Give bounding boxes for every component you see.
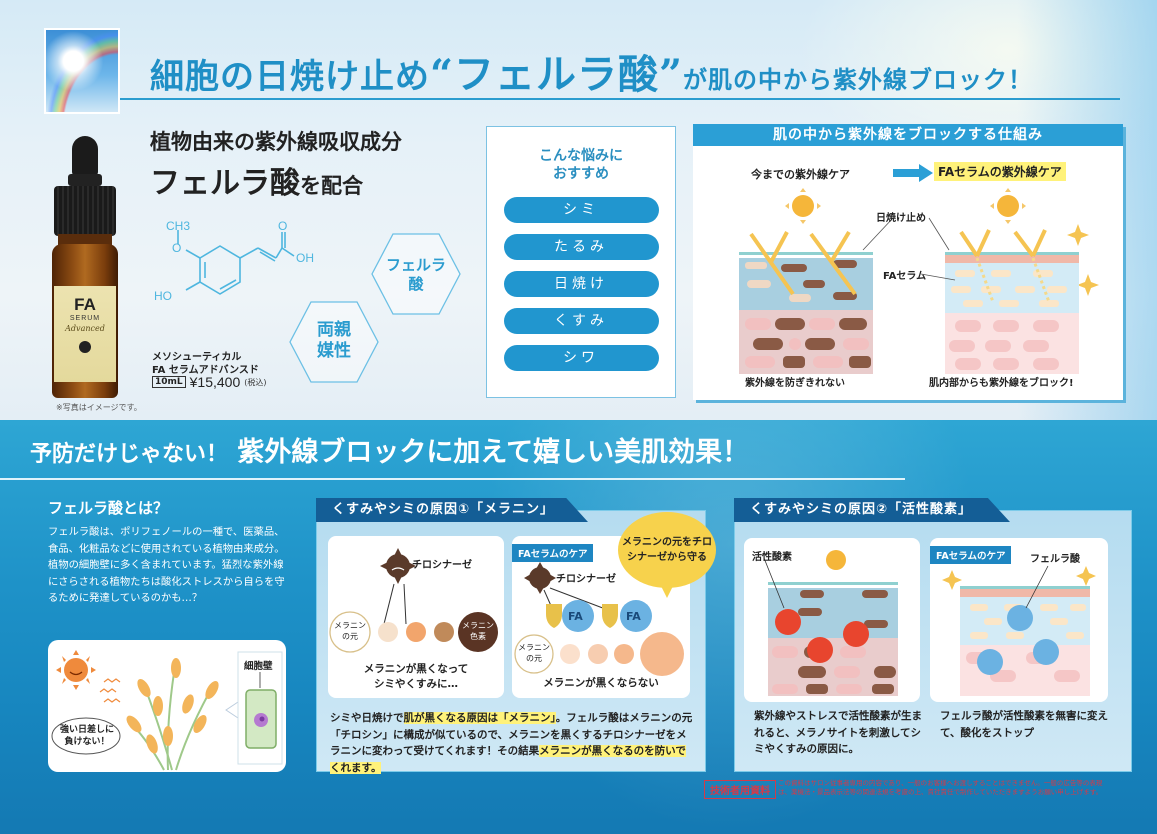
cause2-right-card: FAセラムのケア フェルラ酸 [930,538,1108,702]
lead-line1: 植物由来の紫外線吸収成分 [150,129,402,154]
after-caption: 肌内部からも紫外線をブロック! [929,378,1074,389]
concern-pill-dullness[interactable]: くすみ [503,308,659,335]
section2-divider [0,478,905,480]
product-price: ¥15,400 [189,374,241,390]
svg-text:CH3: CH3 [166,219,190,233]
cell-wall-label: 細胞壁 [244,661,273,672]
what-is-text: フェルラ酸は、ポリフェノールの一種で、医薬品、食品、化粧品などに使用されている植… [48,524,288,607]
bottle-type: SERUM [69,315,101,322]
title-quote: “フェルラ酸” [430,51,684,98]
lead-suffix: を配合 [300,173,363,198]
cause2-fa-care-tag: FAセラムのケア [930,546,1012,564]
fa-badge-2: FA [626,610,641,623]
before-caption: 紫外線を防ぎきれない [745,378,845,389]
bottle-script: Advanced [65,324,105,333]
melanin-origin-label: メラニンの元 [334,621,366,641]
title-divider [120,98,1120,100]
enzyme-label-right: チロシナーゼ [556,574,616,585]
mechanism-title: 肌の中から紫外線をブロックする仕組み [693,124,1123,146]
cause1-fa-care-tag: FAセラムのケア [512,544,594,562]
ferulic-neutralize-diagram [942,565,1096,696]
product-maker: メソシューティカル [152,352,242,363]
what-is-paragraph2: 植物の細胞壁に多く含まれています。猛烈な紫外線にさらされる植物たちは酸化ストレス… [48,559,285,604]
svg-text:OH: OH [296,251,314,265]
cause1-right-caption: メラニンが黒くならない [543,677,659,689]
concern-pill-spots[interactable]: シミ [503,197,659,224]
disclaimer-note: この資料はサロン従事者専用の内容であり、一般のお客様へお渡しすることはできません… [778,779,1103,796]
after-label: FAセラムの紫外線ケア [934,162,1066,181]
cause2-left-card: 活性酸素 [744,538,920,702]
photo-note: ※写真はイメージです。 [56,403,142,412]
fa-serum-label: FAセラム [883,271,927,282]
cause2-left-description: 紫外線やストレスで活性酸素が生まれると、メラノサイトを刺激してシミやくすみの原因… [754,710,922,755]
section2-title-part2: 紫外線ブロックに加えて嬉しい美肌効果！ [237,437,750,468]
product-volume: 10mL [152,376,186,388]
ferulic-acid-label: フェルラ酸 [1030,554,1080,565]
section2-title-part1: 予防だけじゃない！ [30,441,229,467]
active-oxygen-skin-diagram [763,550,898,696]
section2-title: 予防だけじゃない！ 紫外線ブロックに加えて嬉しい美肌効果！ [30,430,749,469]
cause1-description: シミや日焼けで肌が黒くなる原因は「メラニン」。フェルラ酸はメラニンの元「チロシン… [330,712,693,774]
right-arrow-icon [893,164,933,182]
hex-text-ferulic: フェルラ酸 [385,256,446,293]
concern-pill-wrinkles[interactable]: シワ [503,345,659,372]
fa-badge-1: FA [568,610,583,623]
ferulic-acid-molecule-diagram: CH3 O HO O OH [154,219,314,303]
svg-text:O: O [172,241,181,255]
lead-line2: フェルラ酸を配合 [150,158,363,202]
cause2-tab: くすみやシミの原因②「活性酸素」 [734,498,1010,522]
melanin-darkening-diagram [329,548,498,653]
concerns-panel: こんな悩みにおすすめ シミ たるみ 日焼け くすみ シワ [486,126,676,398]
speech-bubble-protect: メラニンの元をチロシナーゼから守る [618,512,716,598]
uv-block-mechanism-panel: 肌の中から紫外線をブロックする仕組み 今までの紫外線ケア FAセラムの紫外線ケア… [693,124,1123,400]
svg-text:HO: HO [154,289,172,303]
tax-note: (税込) [244,377,267,387]
cause1-left-caption: メラニンが黒くなってシミやくすみに… [363,663,469,690]
cause1-tab: くすみやシミの原因①「メラニン」 [316,498,588,522]
drop-icon [79,341,91,353]
concern-pill-sagging[interactable]: たるみ [503,234,659,261]
melanin-pigment-label: メラニン色素 [462,621,494,641]
wheat-sun-cell-illustration [51,650,283,771]
before-label: 今までの紫外線ケア [751,168,850,181]
cause1-left-card: チロシナーゼ メラニンの元 メラニン色素 メラニンが黒くなってシミやくすみに… [328,536,504,698]
main-title: 細胞の日焼け止め“フェルラ酸”が肌の中から紫外線ブロック！ [150,42,1033,100]
melanin-origin-label-right: メラニンの元 [518,643,550,663]
product-name: FA セラムアドバンスド [152,365,259,376]
lead-main: フェルラ酸 [150,166,300,201]
hex-badge-amphiphilic [289,301,379,383]
enzyme-label: チロシナーゼ [412,560,472,571]
what-is-title: フェルラ酸とは？ [48,499,169,517]
plant-illustration-card: 細胞壁 強い日差しに負けない！ [48,640,286,772]
bottle-brand: FA [74,295,96,314]
sunscreen-label: 日焼け止め [876,213,926,224]
technician-material-badge: 技術者用資料 [704,780,776,799]
cause2-right-description: フェルラ酸が活性酸素を無害に変えて、酸化をストップ [940,710,1108,739]
active-oxygen-label: 活性酸素 [752,552,792,563]
fa-protection-diagram [514,562,684,676]
title-part1: 細胞の日焼け止め [150,57,430,97]
hex-text-amphiphilic: 両親媒性 [317,320,351,362]
sky-rainbow-image [44,28,120,114]
speech-bubble-text: 強い日差しに負けない！ [59,725,114,747]
skin-cross-section-illustration [739,188,1099,374]
product-bottle-image: FA SERUM Advanced [52,136,118,408]
concerns-heading: こんな悩みにおすすめ [539,148,623,183]
svg-text:O: O [278,219,287,233]
what-is-paragraph1: フェルラ酸は、ポリフェノールの一種で、医薬品、食品、化粧品などに使用されている植… [48,526,285,555]
concern-pill-sunburn[interactable]: 日焼け [503,271,659,298]
hex-badge-ferulic [371,233,461,315]
product-price-row: 10mL ¥15,400 (税込) [152,374,267,390]
title-part2: が肌の中から紫外線ブロック！ [683,65,1034,94]
